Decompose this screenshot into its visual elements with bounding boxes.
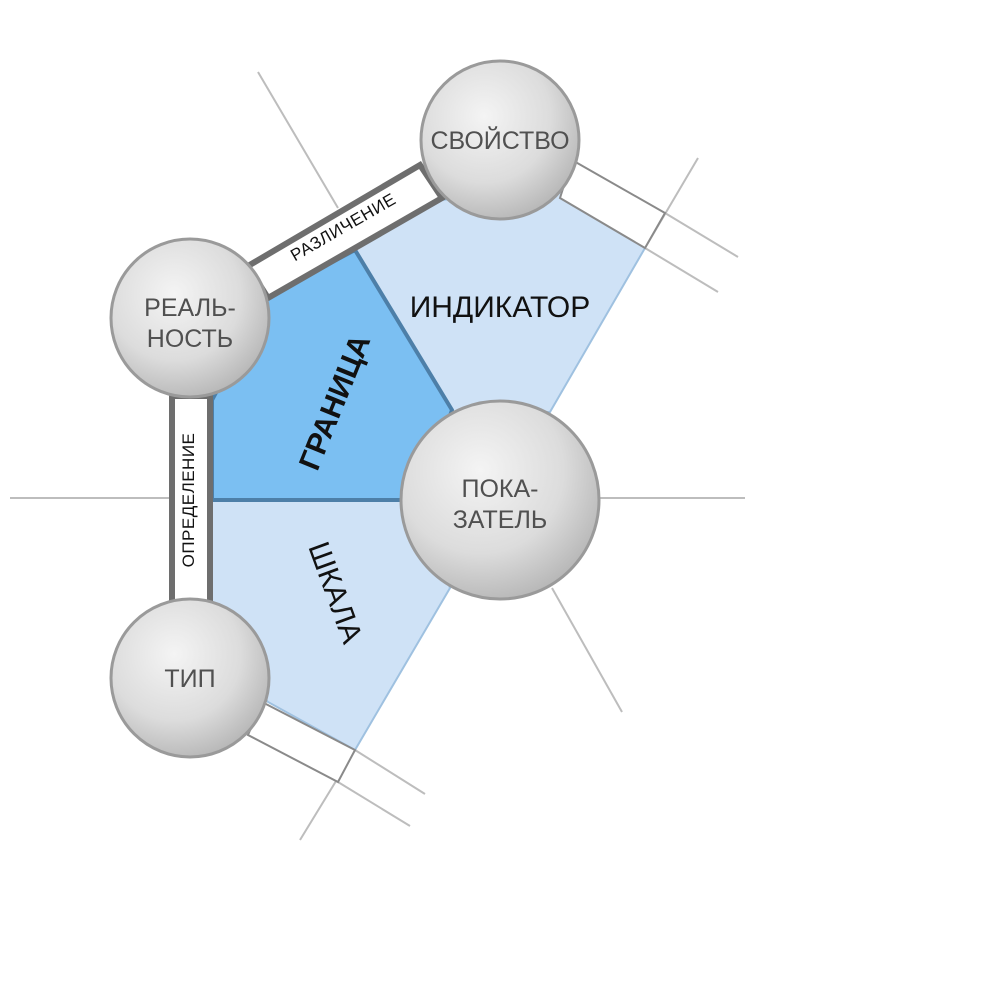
node-label-tip: ТИП xyxy=(164,665,215,693)
sphere-pokazatel xyxy=(399,399,601,601)
thin-line xyxy=(337,781,411,827)
sphere-realnost xyxy=(109,237,271,399)
node-pokazatel: ПОКА- ЗАТЕЛЬ xyxy=(399,399,601,601)
node-svoistvo: СВОЙСТВО xyxy=(419,59,581,221)
sphere-tip xyxy=(109,597,271,759)
node-label-realnost-line1: РЕАЛЬ- xyxy=(144,294,236,322)
node-label-realnost-line2: НОСТЬ xyxy=(147,325,233,353)
node-label-pokazatel-line2: ЗАТЕЛЬ xyxy=(453,506,548,534)
node-label-svoistvo: СВОЙСТВО xyxy=(430,125,569,155)
region-label-indikator: ИНДИКАТОР xyxy=(410,291,591,324)
edge-label-opredelenie: ОПРЕДЕЛЕНИЕ xyxy=(179,433,198,568)
node-realnost: РЕАЛЬ- НОСТЬ xyxy=(109,237,271,399)
node-tip: ТИП xyxy=(109,597,271,759)
thin-line xyxy=(551,587,623,713)
background-lines xyxy=(10,71,745,841)
sphere-svoistvo xyxy=(419,59,581,221)
thin-line xyxy=(664,212,739,258)
thin-line xyxy=(257,71,339,209)
thin-line xyxy=(644,247,719,293)
thin-line xyxy=(354,749,426,795)
node-label-pokazatel-line1: ПОКА- xyxy=(462,475,539,503)
